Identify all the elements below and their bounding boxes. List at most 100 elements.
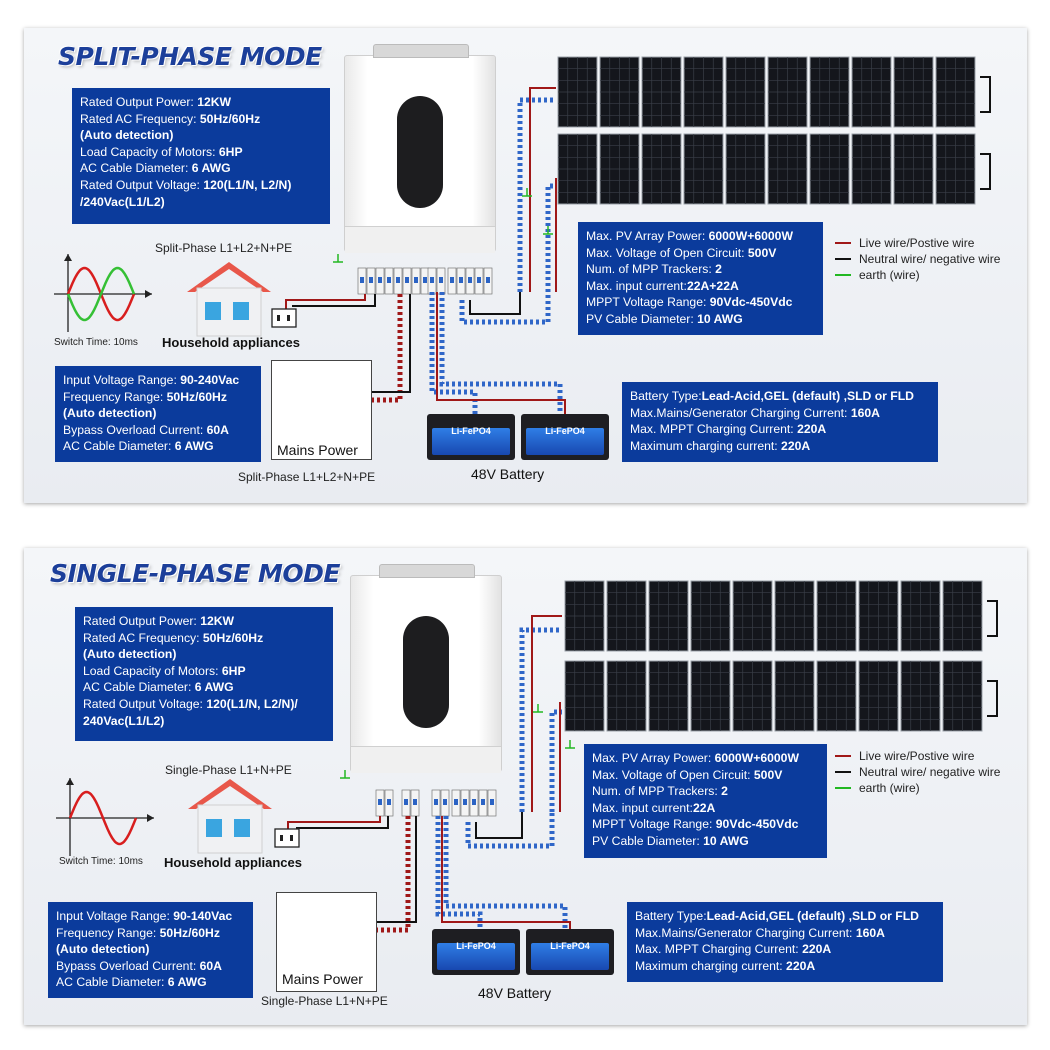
single-household-label: Household appliances [164,855,302,870]
pv-cable [465,812,555,849]
pv-negative-wire [475,812,523,839]
split-phase-label-top: Split-Phase L1+L2+N+PE [155,241,293,255]
single-battery-label: 48V Battery [478,985,552,1001]
spec-line: Num. of MPP Trackers: 2 [592,784,728,799]
outlet-pin [280,835,283,841]
pv-string-link [987,680,998,717]
pv-cable [517,97,556,292]
spec-line: Rated Output Power: 12KW [80,95,232,109]
breaker-toggle [387,799,391,805]
breaker-toggle [378,277,382,283]
pv-string-link [987,600,998,637]
spec-line: Maximum charging current: 220A [630,438,811,453]
single-mains-tower-box [276,892,377,992]
battery-face-label: Li-FePO4 [550,941,590,951]
battery-cable [429,292,478,416]
single-switch-time: Switch Time: 10ms [59,856,143,867]
waveform-wave-l2 [66,266,136,322]
spec-line: (Auto detection) [56,942,150,957]
spec-line: Frequency Range: 50Hz/60Hz [63,389,227,404]
waveform-arrow [66,778,74,785]
spec-line: Frequency Range: 50Hz/60Hz [56,925,220,940]
spec-line: Bypass Overload Current: 60A [63,422,229,437]
outlet [271,308,297,328]
spec-line: MPPT Voltage Range: 90Vdc-450Vdc [586,295,793,310]
breaker-toggle [387,277,391,283]
house-window [233,302,249,320]
legend-label: Neutral wire/ negative wire [859,252,1001,266]
spec-line: (Auto detection) [83,647,177,662]
spec-line: Load Capacity of Motors: 6HP [83,663,246,678]
single-inverter [350,564,502,773]
split-mains-tower-box [271,360,372,460]
pv-positive-wire [531,615,562,812]
spec-line: Max. Voltage of Open Circuit: 500V [592,767,783,782]
battery-cable [439,292,563,416]
single-battery-spec-box: Battery Type:Lead-Acid,GEL (default) ,SL… [627,902,943,982]
waveform-wave-l1 [68,790,138,846]
single-battery-2: Li-FePO4 [526,929,614,975]
house-roof [188,779,272,809]
split-inverter [344,44,496,253]
spec-line: AC Cable Diameter: 6 AWG [63,439,214,454]
battery-face-label: Li-FePO4 [451,426,491,436]
breaker-toggle [472,799,476,805]
breaker-toggle [405,277,409,283]
spec-line: Num. of MPP Trackers: 2 [586,262,722,277]
split-phase-label-bottom: Split-Phase L1+L2+N+PE [238,470,376,484]
breaker-toggle [378,799,382,805]
legend-swatch [835,755,851,757]
outlet [274,828,300,848]
legend-swatch [835,771,851,773]
spec-line: Maximum charging current: 220A [635,958,816,973]
split-battery-spec-box: Battery Type:Lead-Acid,GEL (default) ,SL… [622,382,938,462]
legend-label: earth (wire) [859,268,920,282]
legend-swatch [835,274,851,276]
spec-line: AC Cable Diameter: 6 AWG [80,161,231,176]
pv-cable [459,292,551,325]
house-window [205,302,221,320]
spec-line: Bypass Overload Current: 60A [56,958,222,973]
inverter-display [403,616,449,728]
spec-line: Max. Voltage of Open Circuit: 500V [586,245,777,260]
spec-line: AC Cable Diameter: 6 AWG [56,975,207,990]
pv-cable [519,627,562,812]
pv-string-link [980,153,991,190]
house-roof [187,262,271,292]
breaker-toggle [360,277,364,283]
battery-positive-wire [436,292,566,414]
battery-positive-wire [441,816,571,930]
legend-item: Live wire/Postive wire [835,235,1000,251]
split-battery-label: 48V Battery [471,466,545,482]
spec-line: Max. PV Array Power: 6000W+6000W [586,229,793,243]
waveform-arrow [147,814,154,822]
pv-string-link [980,76,991,113]
single-phase-title: SINGLE-PHASE MODE [50,559,340,588]
breaker-toggle [396,277,400,283]
battery-face-label: Li-FePO4 [456,941,496,951]
breaker-toggle [468,277,472,283]
spec-line: Rated Output Power: 12KW [83,614,235,628]
split-mains-label: Mains Power [277,442,358,458]
legend-swatch [835,242,851,244]
legend-label: earth (wire) [859,781,920,795]
spec-line: Input Voltage Range: 90-240Vac [63,373,240,387]
outlet-pin [290,835,293,841]
spec-line: PV Cable Diameter: 10 AWG [586,311,743,326]
breaker-toggle [369,277,373,283]
single-output-spec-box: Rated Output Power: 12KW Rated AC Frequen… [75,607,333,741]
legend-item: Neutral wire/ negative wire [835,251,1000,267]
spec-line: Rated AC Frequency: 50Hz/60Hz [83,630,264,645]
breaker-toggle [404,799,408,805]
spec-line: Max.Mains/Generator Charging Current: 16… [635,925,885,940]
pv-cable [545,183,556,292]
spec-line: (Auto detection) [80,128,174,143]
pv-negative-wire [469,292,521,315]
spec-line: PV Cable Diameter: 10 AWG [592,833,749,848]
split-switch-time: Switch Time: 10ms [54,337,138,348]
